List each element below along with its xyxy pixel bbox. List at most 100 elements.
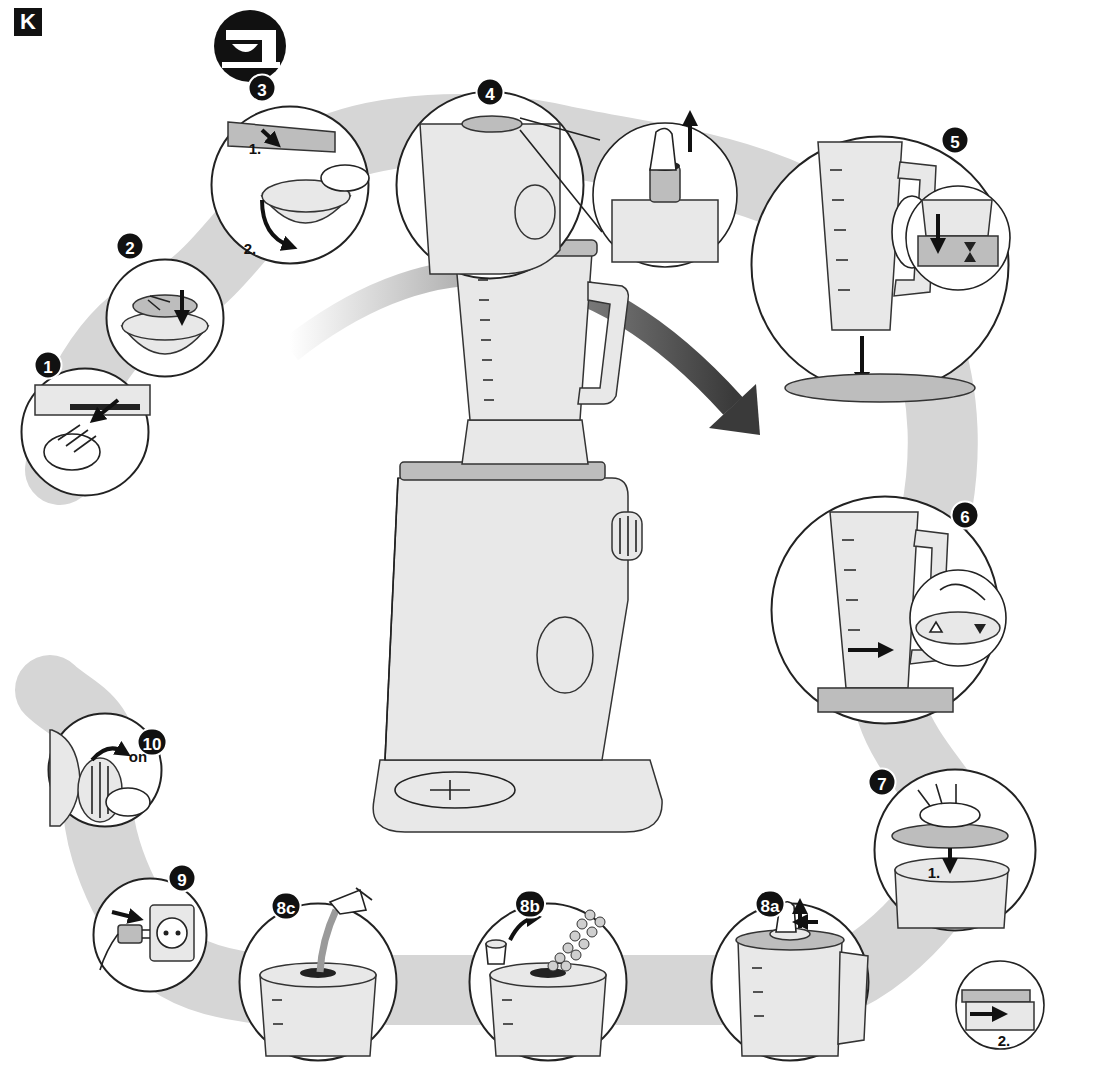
food-processor-illustration [385, 478, 628, 760]
step-8b-art [486, 910, 606, 1056]
step-circle: 6 [770, 495, 1000, 725]
step-circle-outline [750, 135, 1010, 395]
step-7-art [948, 848, 952, 866]
step-8b-art [577, 919, 587, 929]
step-8b-art [502, 1000, 513, 1024]
step-4-art [650, 161, 680, 171]
step-6-art [842, 540, 860, 630]
step-8b-art [561, 961, 571, 971]
step-8c-art [356, 888, 372, 900]
step-8a-art [800, 920, 818, 924]
step-10-art [106, 788, 150, 816]
step-circle-outline [772, 497, 999, 724]
food-processor-illustration [430, 780, 470, 800]
step-circle: 10on [47, 712, 163, 828]
step-8b-art [587, 927, 597, 937]
step-2-art [122, 312, 208, 340]
step-9-art [118, 925, 142, 943]
callout-number: 6 [951, 501, 980, 530]
mixer-inset-icon [222, 62, 280, 68]
step-7-art [895, 870, 1008, 928]
step-8b-art [571, 950, 581, 960]
step-circle-outline [710, 902, 870, 1062]
step-6-art [818, 688, 953, 712]
step-8b-art [510, 918, 534, 940]
step-4-art [420, 116, 737, 274]
step-6-art [848, 648, 886, 652]
step-6-art [910, 570, 1006, 666]
step-8a-art [738, 940, 842, 1056]
step-4-art [520, 118, 602, 232]
step-10-art [78, 758, 122, 822]
step-8c-art [320, 910, 336, 972]
step-4-art [650, 166, 680, 202]
step-3-art [321, 165, 369, 191]
step-5-art [892, 196, 932, 268]
step-7-art [966, 1002, 1034, 1030]
mixer-inset-icon [262, 30, 276, 62]
step-8c-art [260, 975, 376, 1056]
callout-number: 7 [868, 768, 897, 797]
step-8b-art [490, 975, 606, 1056]
step-9-art [176, 931, 181, 936]
callout-number: 4 [476, 78, 505, 107]
step-1-art [96, 400, 118, 418]
food-processor-illustration [612, 512, 642, 560]
step-2-art [122, 326, 208, 354]
step-8b-art [563, 943, 573, 953]
step-4-art [515, 185, 555, 239]
step-circle: 4 [395, 90, 585, 280]
step-7-art [962, 990, 1030, 1002]
step-circle-outline [105, 258, 225, 378]
step-5-art [785, 142, 1010, 402]
step-2-art [180, 290, 184, 318]
food-processor-illustration [537, 617, 593, 693]
step-circle: 31.2. [210, 105, 370, 265]
step-8a-art [736, 902, 868, 1056]
step-3-art [262, 180, 350, 212]
step-5-art [936, 214, 940, 246]
step-5-art [860, 336, 864, 380]
step-9-art [164, 931, 169, 936]
step-8b-art [595, 917, 605, 927]
step-1-art [35, 385, 150, 470]
mixer-inset-icon [214, 10, 286, 82]
step-5-art [918, 236, 998, 266]
step-6-art [940, 584, 985, 600]
step-8b-art [490, 963, 606, 987]
step-circle-outline [875, 770, 1036, 931]
step-8b-art [570, 931, 580, 941]
step-1-art [44, 434, 100, 470]
step-4-art [593, 123, 737, 267]
callout-number: 8c [271, 892, 302, 921]
step-8b-art [530, 968, 566, 978]
food-processor-illustration [373, 240, 662, 832]
step-label: on [129, 748, 147, 765]
step-4-art [688, 118, 692, 152]
step-2-art [122, 290, 208, 354]
step-3-art [262, 130, 275, 142]
step-8a-art [752, 968, 764, 1016]
step-7-art [895, 858, 1009, 882]
step-circle: 8c [238, 902, 398, 1062]
step-9-art [100, 934, 118, 970]
step-4-art [462, 116, 522, 132]
step-1-art [58, 425, 96, 452]
step-5-art [906, 186, 1010, 290]
step-6-art [830, 512, 918, 688]
step-circle-outline [468, 902, 628, 1062]
step-circle: 1 [20, 367, 150, 497]
step-8c-art [272, 1000, 283, 1024]
step-circle-outline [22, 369, 149, 496]
mixer-inset-icon [226, 30, 266, 40]
step-circle-outline [470, 904, 627, 1061]
step-3-art [262, 200, 290, 246]
step-9-art [142, 930, 150, 938]
food-processor-illustration [385, 478, 398, 760]
step-circle-outline [712, 904, 869, 1061]
step-8a-art [798, 906, 802, 928]
food-processor-illustration [373, 760, 662, 832]
figure-letter: K [14, 8, 42, 36]
food-processor-illustration [395, 772, 515, 808]
